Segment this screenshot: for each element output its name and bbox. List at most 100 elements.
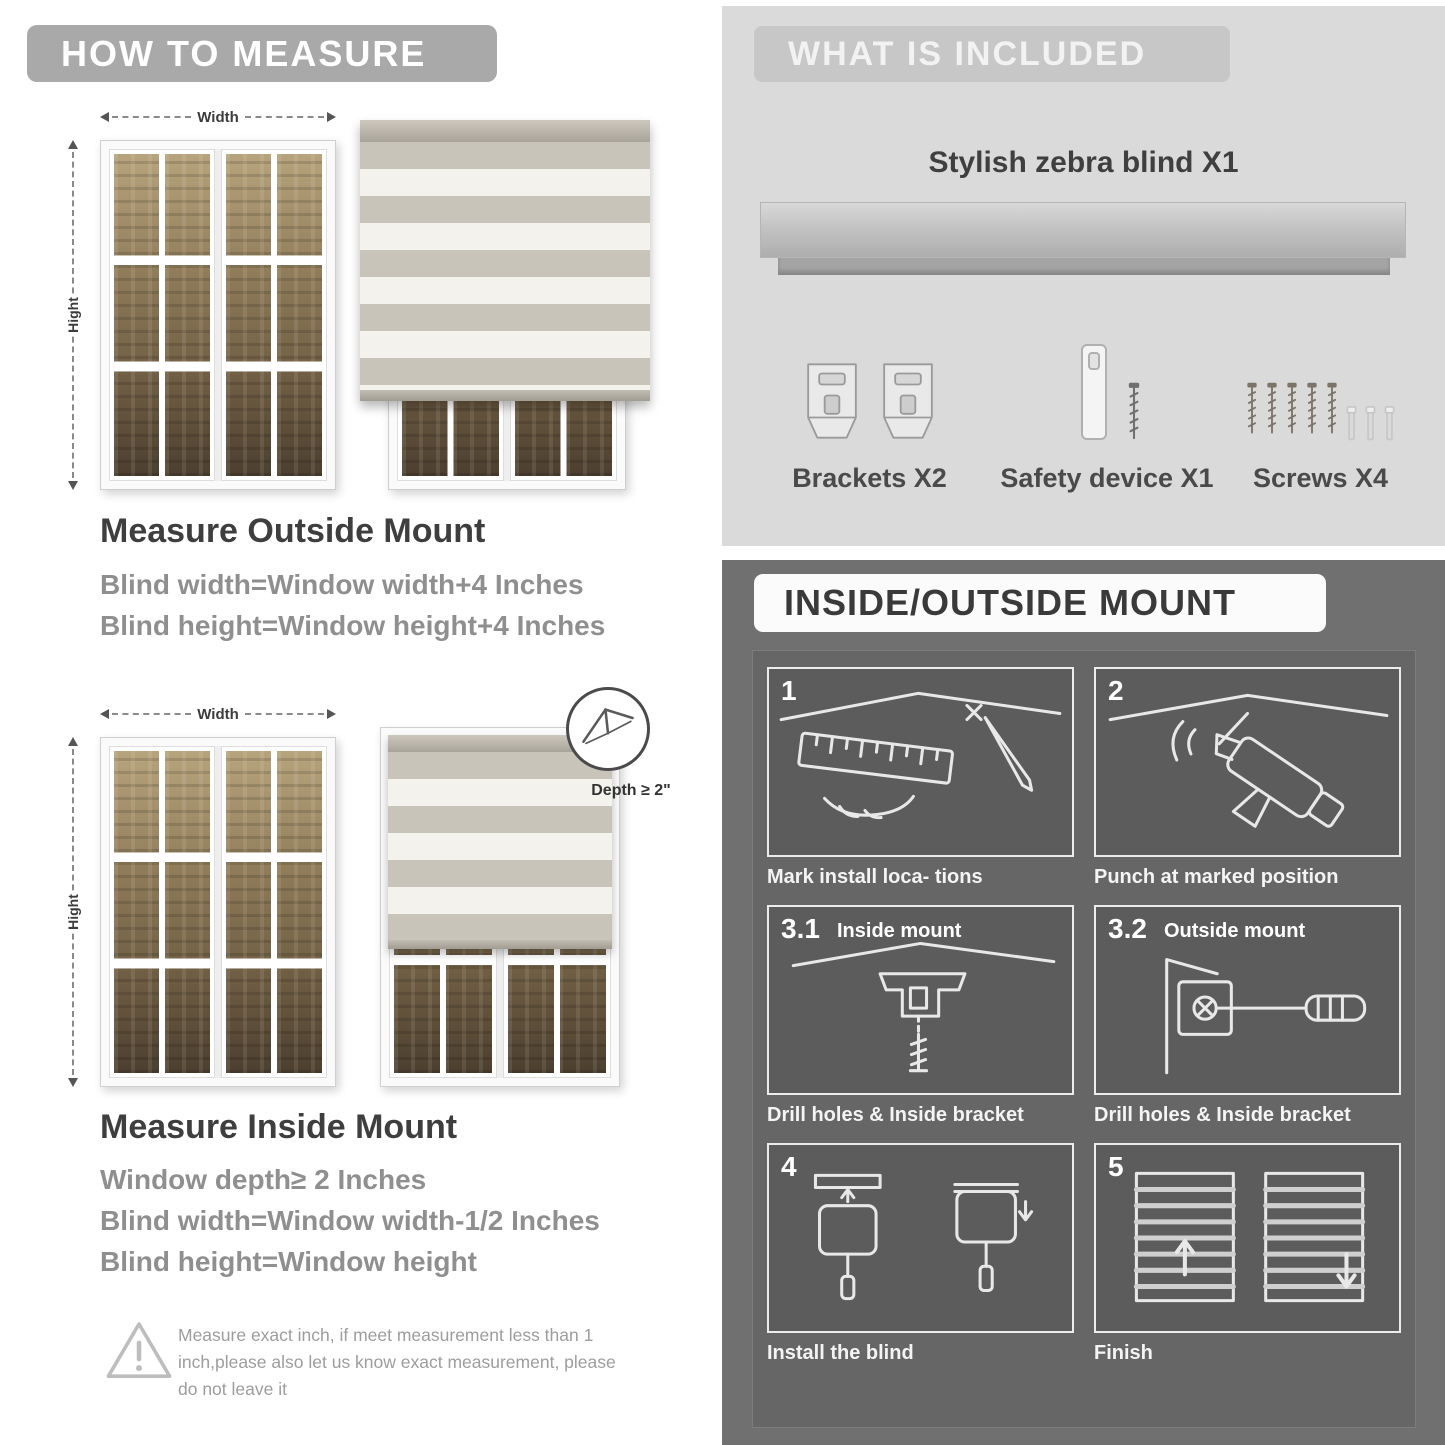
bracket-icon xyxy=(806,363,857,439)
mount-step-1: 1 xyxy=(767,667,1074,889)
what-is-included-banner-label: WHAT IS INCLUDED xyxy=(788,34,1147,73)
mount-step-2: 2 xyxy=(1094,667,1401,889)
step-card: 1 xyxy=(767,667,1074,857)
inside-formula-height: Blind height=Window height xyxy=(100,1246,477,1277)
screw-icon xyxy=(1247,382,1257,434)
outside-bracket-screwdriver-illustration xyxy=(1165,958,1367,1075)
screw-icon xyxy=(1327,382,1337,434)
safety-device-icon xyxy=(1081,344,1107,440)
width-arrow-outside: Width xyxy=(100,106,337,128)
screw-icon xyxy=(1267,382,1277,434)
bracket-icon xyxy=(882,363,933,439)
what-is-included-banner: WHAT IS INCLUDED xyxy=(754,26,1230,82)
included-blind-label: Stylish zebra blind X1 xyxy=(928,146,1239,179)
arrow-down-icon xyxy=(68,481,78,490)
mount-steps-grid: 1 xyxy=(752,650,1416,1428)
mount-instructions-section: INSIDE/OUTSIDE MOUNT 1 xyxy=(722,560,1445,1445)
step-caption: Drill holes & Inside bracket xyxy=(1094,1104,1351,1126)
step-card: 3.2 Outside mount xyxy=(1094,905,1401,1095)
step-card: 2 xyxy=(1094,667,1401,857)
blind-zebra-fabric xyxy=(360,142,650,390)
window-panes xyxy=(114,154,210,476)
step-caption: Finish xyxy=(1094,1342,1153,1364)
step-number: 3.2 xyxy=(1108,913,1147,944)
window-illustration-outside xyxy=(100,140,336,490)
width-arrow-inside: Width xyxy=(100,703,337,725)
height-arrow-outside: Hight xyxy=(62,140,84,490)
step-card: 4 xyxy=(767,1143,1074,1333)
drill-illustration xyxy=(1108,693,1389,828)
how-to-measure-banner-label: HOW TO MEASURE xyxy=(61,32,427,74)
blind-bottomrail xyxy=(388,940,612,949)
wall-anchor-icon xyxy=(1365,406,1376,441)
step-sublabel: Outside mount xyxy=(1164,920,1306,942)
mount-step-3-2: 3.2 Outside mount Dr xyxy=(1094,905,1401,1127)
window-illustration-inside xyxy=(100,737,336,1087)
height-label: Hight xyxy=(64,295,83,335)
step-card: 3.1 Inside mount xyxy=(767,905,1074,1095)
inside-formula-depth: Window depth≥ 2 Inches xyxy=(100,1164,427,1195)
brackets-group: Brackets X2 xyxy=(752,324,987,494)
step-caption: Punch at marked position xyxy=(1094,866,1339,888)
blind-headrail-product xyxy=(760,202,1406,258)
measurement-note: Measure exact inch, if meet measurement … xyxy=(178,1325,616,1400)
step-number: 2 xyxy=(1108,675,1124,706)
inside-formula-width: Blind width=Window width-1/2 Inches xyxy=(100,1205,600,1236)
inside-mount-title: Measure Inside Mount xyxy=(100,1108,458,1146)
arrow-left-icon xyxy=(100,709,109,719)
step-number: 4 xyxy=(781,1151,797,1182)
zebra-blind-inside-mount xyxy=(388,735,612,949)
mark-locations-illustration xyxy=(779,691,1062,820)
mount-banner: INSIDE/OUTSIDE MOUNT xyxy=(754,574,1326,632)
safety-device-label: Safety device X1 xyxy=(1000,463,1214,493)
outside-formula-height: Blind height=Window height+4 Inches xyxy=(100,610,606,641)
screw-icon xyxy=(1287,382,1297,434)
zebra-blind-outside-mount xyxy=(360,120,650,401)
mount-banner-label: INSIDE/OUTSIDE MOUNT xyxy=(784,582,1237,623)
how-to-measure-banner: HOW TO MEASURE xyxy=(27,25,497,82)
step-number: 3.1 xyxy=(781,913,820,944)
window-panes xyxy=(226,751,322,1073)
arrow-up-icon xyxy=(68,737,78,746)
included-items-row: Brackets X2 xyxy=(752,324,1414,494)
blind-bottomrail xyxy=(360,390,650,401)
safety-device-group: Safety device X1 xyxy=(987,324,1227,494)
blind-headrail xyxy=(388,735,612,752)
mount-step-3-1: 3.1 Inside mount Dri xyxy=(767,905,1074,1127)
width-label: Width xyxy=(194,108,242,126)
screw-icon xyxy=(1307,382,1317,434)
window-panes xyxy=(114,751,210,1073)
finished-blinds-illustration xyxy=(1133,1171,1366,1303)
depth-requirement-label: Depth ≥ 2" xyxy=(591,782,671,799)
step-caption: Install the blind xyxy=(767,1342,914,1364)
window-with-inside-blind xyxy=(380,727,620,1087)
outside-formula-width: Blind width=Window width+4 Inches xyxy=(100,569,584,600)
step-number: 5 xyxy=(1108,1151,1124,1182)
step-caption: Drill holes & Inside bracket xyxy=(767,1104,1024,1126)
install-blind-illustration xyxy=(813,1173,1034,1301)
wall-anchor-icon xyxy=(1384,406,1395,441)
screw-icon xyxy=(1128,382,1140,440)
outside-mount-title: Measure Outside Mount xyxy=(100,512,486,550)
step-number: 1 xyxy=(781,675,797,706)
brackets-label: Brackets X2 xyxy=(792,463,947,493)
screws-label: Screws X4 xyxy=(1252,463,1389,493)
blind-zebra-fabric xyxy=(388,752,612,940)
mount-step-5: 5 Finish xyxy=(1094,1143,1401,1365)
arrow-down-icon xyxy=(68,1078,78,1087)
step-card: 5 xyxy=(1094,1143,1401,1333)
window-corner-depth-icon xyxy=(582,708,634,745)
width-label: Width xyxy=(194,705,242,723)
what-is-included-section: WHAT IS INCLUDED Stylish zebra blind X1 xyxy=(722,6,1445,546)
mount-step-4: 4 xyxy=(767,1143,1074,1365)
arrow-left-icon xyxy=(100,112,109,122)
height-arrow-inside: Hight xyxy=(62,737,84,1087)
blind-headrail-bottom xyxy=(778,258,1390,275)
warning-triangle-icon xyxy=(106,1322,172,1378)
blind-headrail xyxy=(360,120,650,142)
arrow-up-icon xyxy=(68,140,78,149)
height-label: Hight xyxy=(64,892,83,932)
wall-anchor-icon xyxy=(1346,406,1357,441)
arrow-right-icon xyxy=(327,112,337,122)
depth-callout-circle xyxy=(566,687,650,771)
